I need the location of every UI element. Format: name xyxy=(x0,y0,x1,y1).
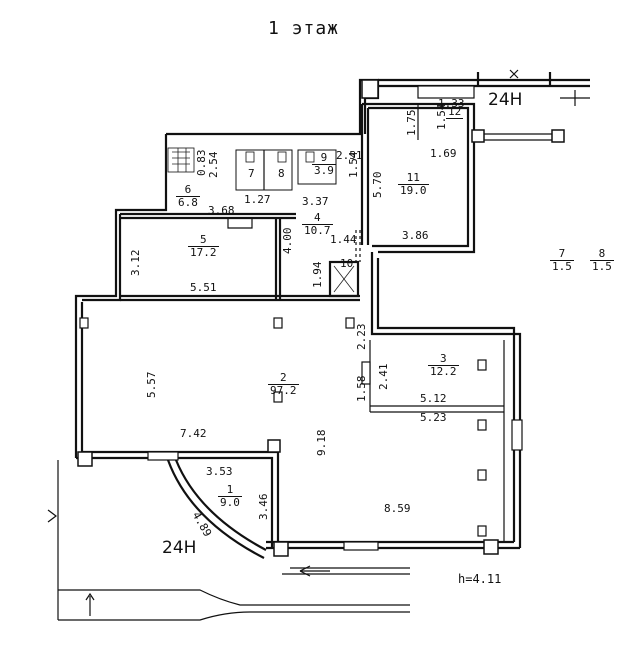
dim-5-12: 5.12 xyxy=(420,392,447,405)
room-5-area: 17.2 xyxy=(190,245,217,259)
dim-1-69: 1.69 xyxy=(430,147,457,160)
room-4-area: 10.7 xyxy=(304,223,331,237)
dim-3-53: 3.53 xyxy=(206,465,233,478)
room-12-number: 12 xyxy=(446,105,464,119)
dim-3-86: 3.86 xyxy=(402,229,429,242)
dim-1-44: 1.44 xyxy=(330,233,357,246)
height-note: h=4.11 xyxy=(458,572,502,586)
dim-8-59: 8.59 xyxy=(384,502,411,515)
room-6-label: 6 6.8 xyxy=(176,184,200,208)
dim-4-00: 4.00 xyxy=(281,227,294,255)
dim-0-83: 0.83 xyxy=(195,149,208,177)
room-5-number: 5 xyxy=(188,234,219,247)
side-room-8-number: 8 xyxy=(590,248,614,261)
dim-3-37: 3.37 xyxy=(302,195,329,208)
room-11-area: 19.0 xyxy=(400,183,427,197)
dim-5-51: 5.51 xyxy=(190,281,217,294)
label-24h-top: 24Н xyxy=(488,90,523,110)
dim-1-58: 1.58 xyxy=(355,375,368,403)
dim-1-27: 1.27 xyxy=(244,193,271,206)
dim-1-33: 1.33 xyxy=(438,97,465,110)
room-3-number: 3 xyxy=(428,353,459,366)
room-3-area: 12.2 xyxy=(430,364,457,378)
room-2-area: 97.2 xyxy=(270,383,297,397)
room-5-label: 5 17.2 xyxy=(188,234,219,258)
room-1-area: 9.0 xyxy=(220,495,240,509)
dim-9-18: 9.18 xyxy=(315,429,328,457)
room-8-number: 8 xyxy=(278,167,285,180)
room-4-label: 4 10.7 xyxy=(302,212,333,236)
side-room-8: 8 1.5 xyxy=(590,248,614,272)
dim-3-12: 3.12 xyxy=(129,249,142,277)
dim-2-41: 2.41 xyxy=(377,363,390,391)
dim-1-54: 1.54 xyxy=(347,151,360,179)
room-9-number: 9 xyxy=(312,152,336,165)
dim-1-94: 1.94 xyxy=(311,261,324,289)
dim-1-75: 1.75 xyxy=(405,109,418,137)
room-9-area: 3.9 xyxy=(314,163,334,177)
dim-7-42: 7.42 xyxy=(180,427,207,440)
side-room-7-area: 1.5 xyxy=(552,259,572,273)
room-6-number: 6 xyxy=(176,184,200,197)
outer-walls xyxy=(47,69,590,621)
side-room-8-area: 1.5 xyxy=(592,259,612,273)
room-1-label: 1 9.0 xyxy=(218,484,242,508)
room-4-number: 4 xyxy=(302,212,333,225)
room-3-label: 3 12.2 xyxy=(428,353,459,377)
room-9-label: 9 3.9 xyxy=(312,152,336,176)
room-7-number: 7 xyxy=(248,167,255,180)
room-2-number: 2 xyxy=(268,372,299,385)
room-11-number: 11 xyxy=(398,172,429,185)
dim-5-70: 5.70 xyxy=(371,171,384,199)
room-10-number: 10 xyxy=(340,257,354,270)
room-2-label: 2 97.2 xyxy=(268,372,299,396)
dim-2-51: 2.51 xyxy=(336,149,363,162)
dim-2-54: 2.54 xyxy=(207,151,220,179)
dim-3-46: 3.46 xyxy=(257,493,270,521)
dim-2-23: 2.23 xyxy=(355,323,368,351)
room-12-label: 12 xyxy=(446,105,464,119)
side-room-7: 7 1.5 xyxy=(550,248,574,272)
room-6-area: 6.8 xyxy=(178,195,198,209)
label-24h-bottom: 24Н xyxy=(162,538,197,558)
room-1-number: 1 xyxy=(218,484,242,497)
floor-title: 1 этаж xyxy=(268,18,340,39)
side-room-7-number: 7 xyxy=(550,248,574,261)
dim-5-23: 5.23 xyxy=(420,411,447,424)
dim-5-57: 5.57 xyxy=(145,371,158,399)
dim-3-68: 3.68 xyxy=(208,204,235,217)
room-11-label: 11 19.0 xyxy=(398,172,429,196)
